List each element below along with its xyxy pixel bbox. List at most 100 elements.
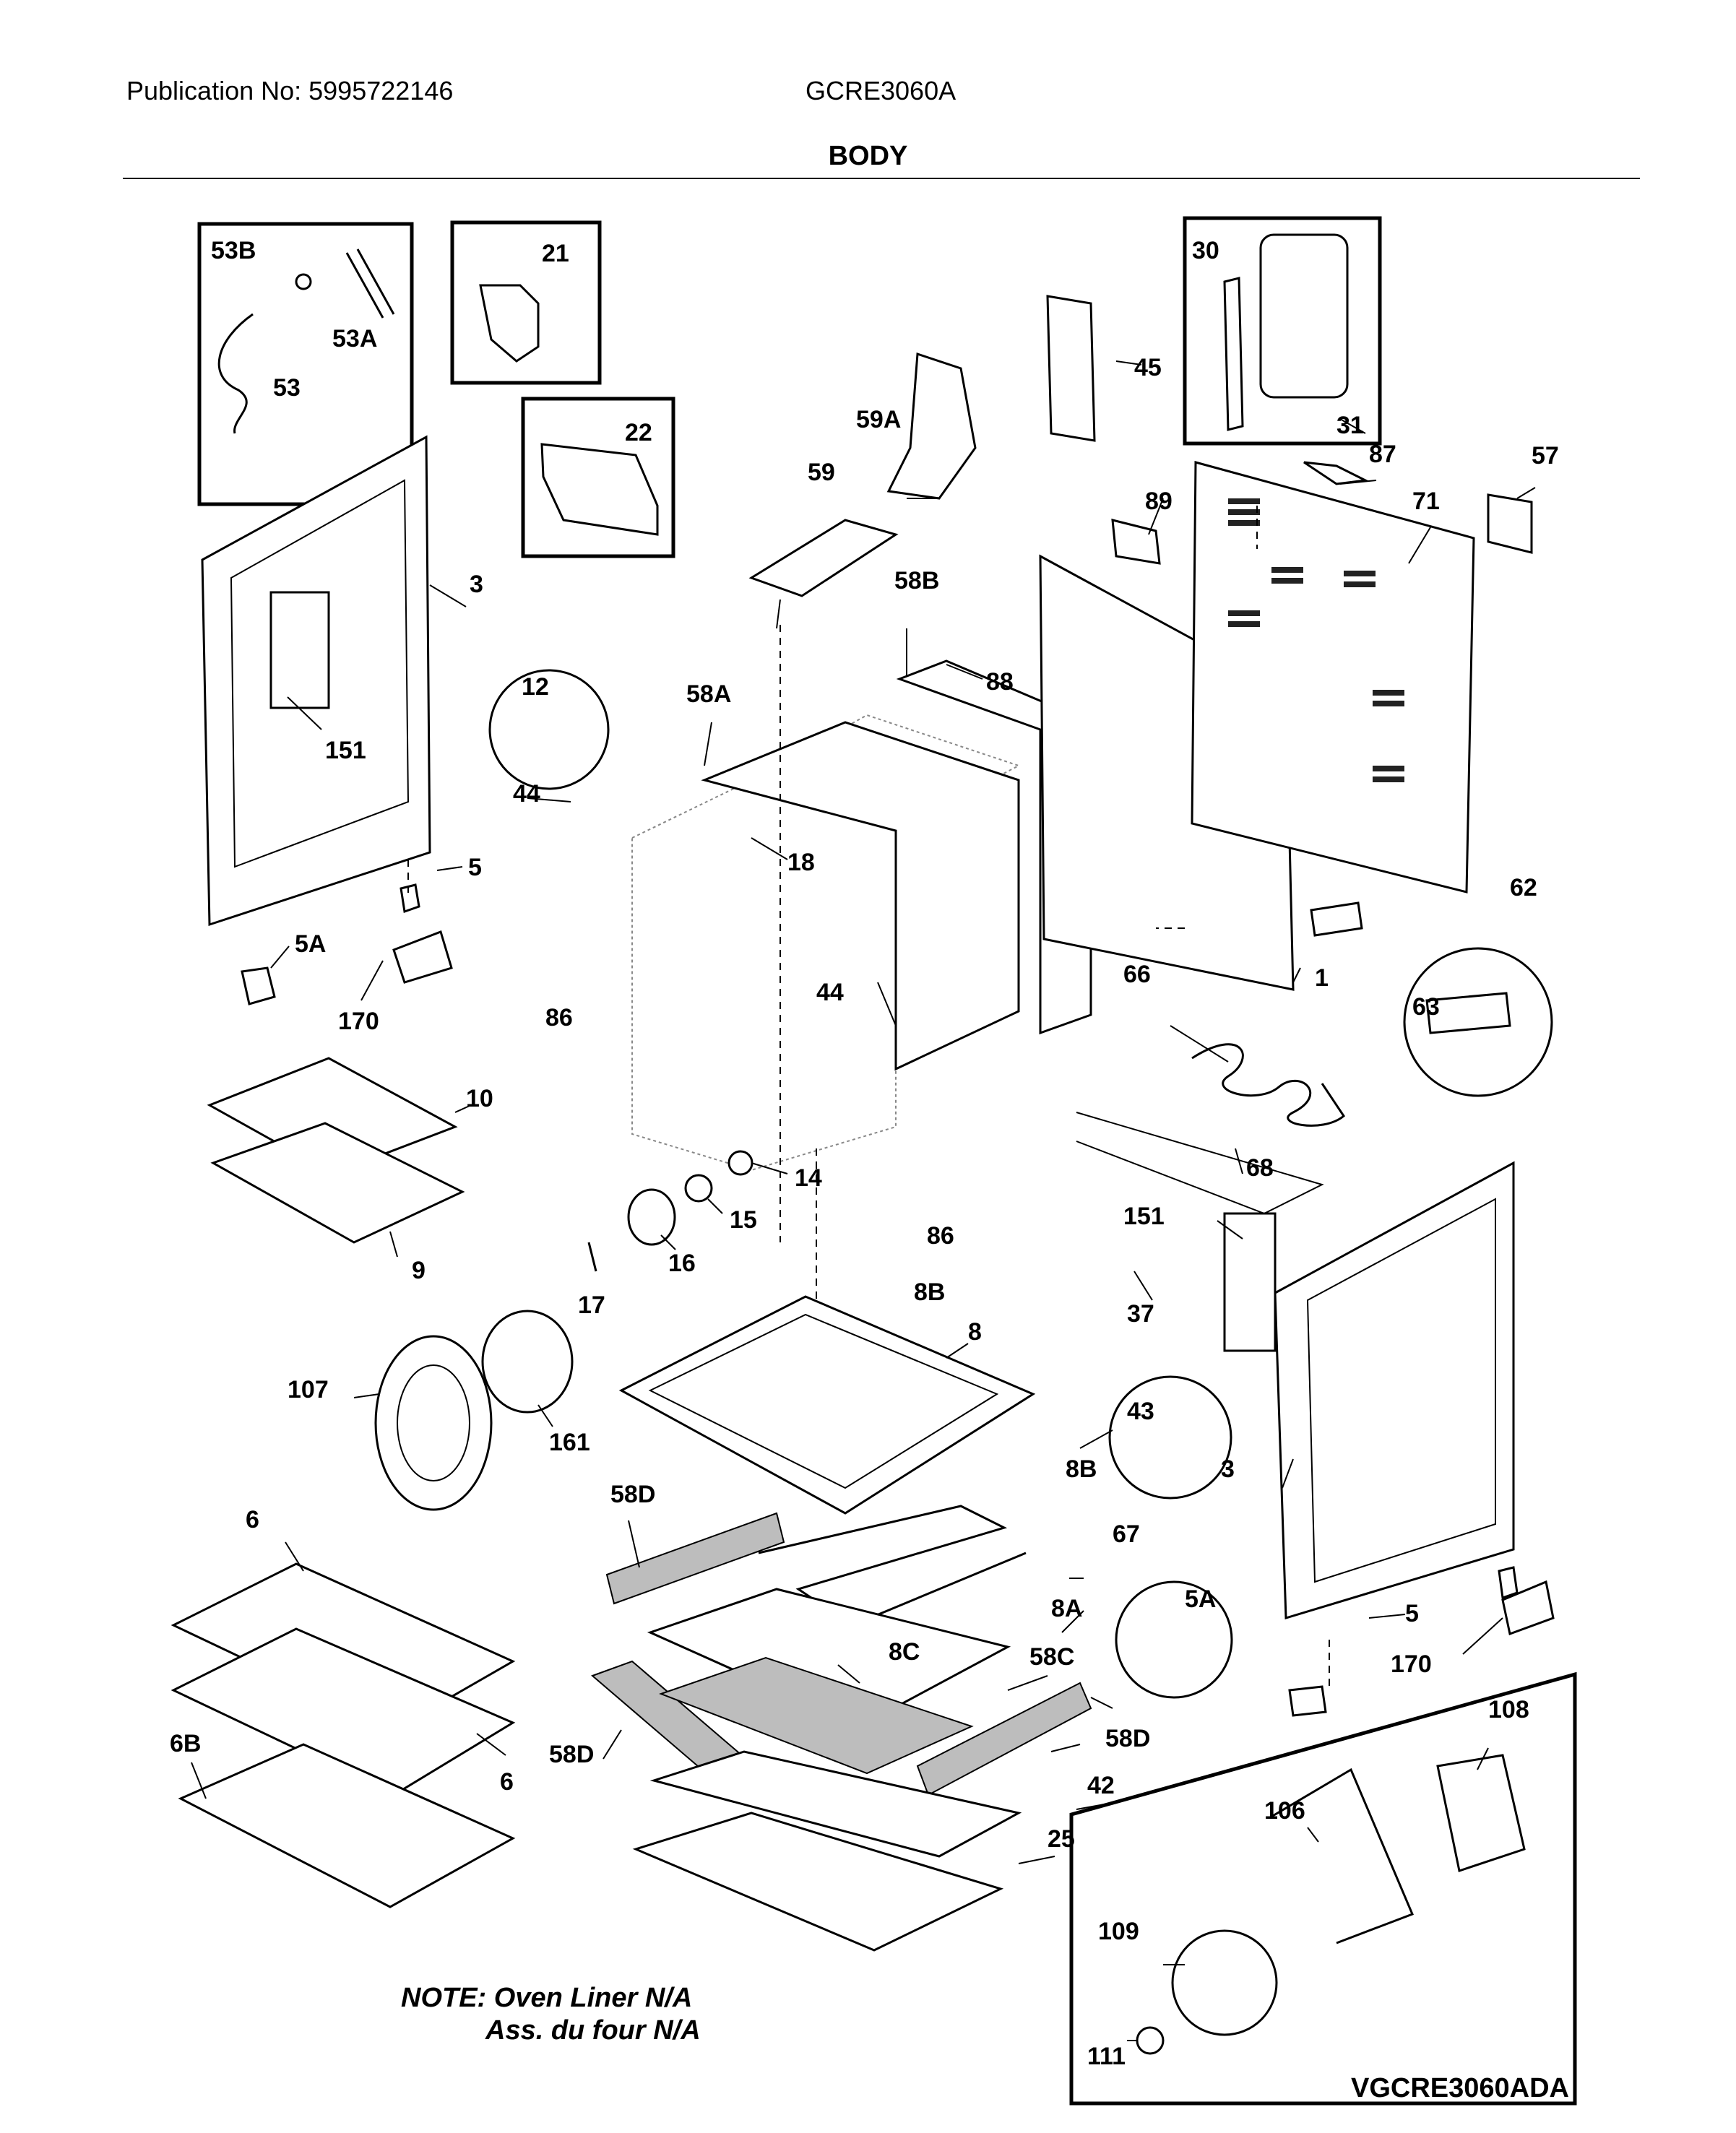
leg-base-5A-right [1288, 1685, 1327, 1717]
callout-10: 10 [466, 1085, 493, 1112]
callout-59: 59 [808, 459, 835, 486]
detail-circle-5A [1115, 1580, 1233, 1699]
detail-circle-12 [488, 669, 610, 790]
callout-58D-left: 58D [549, 1741, 594, 1768]
duct-59A [886, 352, 977, 500]
callout-170-left: 170 [338, 1008, 379, 1035]
callout-5A-left: 5A [295, 930, 326, 958]
callout-58B: 58B [894, 567, 939, 594]
callout-63: 63 [1412, 993, 1440, 1021]
callout-14: 14 [795, 1164, 822, 1192]
callout-25: 25 [1048, 1825, 1075, 1853]
fan-blade-109 [1171, 1929, 1278, 2036]
light-socket-14 [727, 1150, 753, 1176]
terminal-block-62-detail [1425, 992, 1511, 1034]
broil-element-66 [1191, 1043, 1345, 1127]
publication-number: Publication No: 5995722146 [126, 76, 454, 105]
oven-bottom-8-inner [648, 1313, 999, 1489]
callout-22: 22 [625, 419, 652, 446]
callout-71: 71 [1412, 488, 1440, 515]
callout-151-right: 151 [1123, 1203, 1165, 1230]
callout-170-right: 170 [1391, 1650, 1432, 1678]
side-panel-right-window [1306, 1198, 1496, 1583]
callout-86-lower: 86 [927, 1222, 954, 1250]
leg-base-5A-left [241, 966, 276, 1005]
bracket-87 [1303, 461, 1370, 485]
callout-8: 8 [968, 1318, 982, 1346]
callout-108: 108 [1488, 1696, 1529, 1723]
callout-31: 31 [1336, 412, 1364, 439]
sensor-probe-53 [217, 313, 254, 434]
callout-151-left: 151 [325, 737, 366, 764]
callout-30: 30 [1192, 237, 1219, 264]
callout-9: 9 [412, 1257, 426, 1284]
callout-53A: 53A [332, 325, 377, 352]
side-panel-left-window [230, 479, 410, 868]
note-line-1: NOTE: Oven Liner N/A [401, 1983, 693, 2013]
leader-lines [191, 360, 1536, 2041]
callout-1: 1 [1315, 964, 1329, 992]
callout-3-left: 3 [470, 571, 483, 598]
duct-45 [1046, 295, 1096, 442]
inset-box-30-31 [1183, 216, 1382, 446]
callout-57: 57 [1532, 442, 1559, 470]
leveling-leg-5-right [1498, 1566, 1519, 1600]
model-number: GCRE3060A [806, 76, 956, 105]
duct-59 [748, 519, 899, 597]
rear-panel-vents [1228, 498, 1404, 782]
callout-68: 68 [1246, 1154, 1274, 1182]
callout-87: 87 [1369, 441, 1396, 468]
callout-53: 53 [273, 374, 301, 402]
callout-58C: 58C [1029, 1643, 1074, 1671]
callout-3-right: 3 [1221, 1455, 1235, 1483]
oven-rack-6B [178, 1743, 516, 1908]
diagram-code: VGCRE3060ADA [1351, 2073, 1569, 2103]
callout-86-upper: 86 [545, 1004, 573, 1031]
callout-5-right: 5 [1405, 1600, 1419, 1627]
bracket-31 [1223, 277, 1244, 431]
bracket-151-left [269, 591, 330, 709]
section-title: BODY [828, 141, 908, 171]
callout-8A: 8A [1051, 1595, 1082, 1622]
shield-68 [1076, 1112, 1324, 1215]
module-30 [1259, 233, 1349, 399]
bottom-plate-42 [649, 1750, 1022, 1858]
callout-5-left: 5 [468, 854, 482, 881]
callout-44-lower: 44 [816, 979, 844, 1006]
callout-58D-top: 58D [610, 1481, 655, 1508]
inset-box-21 [450, 220, 602, 385]
sensor-53A [345, 248, 395, 319]
inset-box-22 [521, 397, 675, 558]
callout-6B: 6B [170, 1730, 201, 1757]
oven-cavity-outline [631, 779, 897, 1172]
bottom-plate-25 [632, 1812, 1004, 1952]
insulation-strip-58D-right [916, 1682, 1092, 1796]
broil-pan-9 [210, 1122, 465, 1244]
clip-17 [587, 1242, 597, 1272]
inset-box-convection-fan [1069, 1671, 1577, 2106]
callout-6-lower: 6 [500, 1768, 514, 1796]
part-21 [479, 284, 540, 363]
callout-88: 88 [986, 668, 1014, 696]
bracket-170-right [1501, 1580, 1555, 1636]
callout-58D-right: 58D [1105, 1725, 1150, 1752]
callout-106: 106 [1264, 1797, 1305, 1825]
bracket-151-right [1223, 1212, 1277, 1352]
nut-53B [295, 273, 312, 290]
insulation-58A [701, 721, 1020, 1071]
callout-53B: 53B [211, 237, 256, 264]
callout-67: 67 [1113, 1520, 1140, 1548]
bracket-89 [1111, 519, 1161, 565]
callout-21: 21 [542, 240, 569, 267]
bracket-170-left [392, 930, 453, 984]
leveling-leg-5-left [400, 883, 420, 914]
callout-37: 37 [1127, 1300, 1154, 1328]
callout-8C: 8C [889, 1638, 920, 1666]
callout-107: 107 [288, 1376, 329, 1403]
callout-17: 17 [578, 1292, 605, 1319]
fan-cover-grille [397, 1364, 470, 1481]
callout-109: 109 [1098, 1918, 1139, 1945]
callout-58A: 58A [686, 680, 731, 708]
callout-44-upper: 44 [513, 780, 540, 808]
